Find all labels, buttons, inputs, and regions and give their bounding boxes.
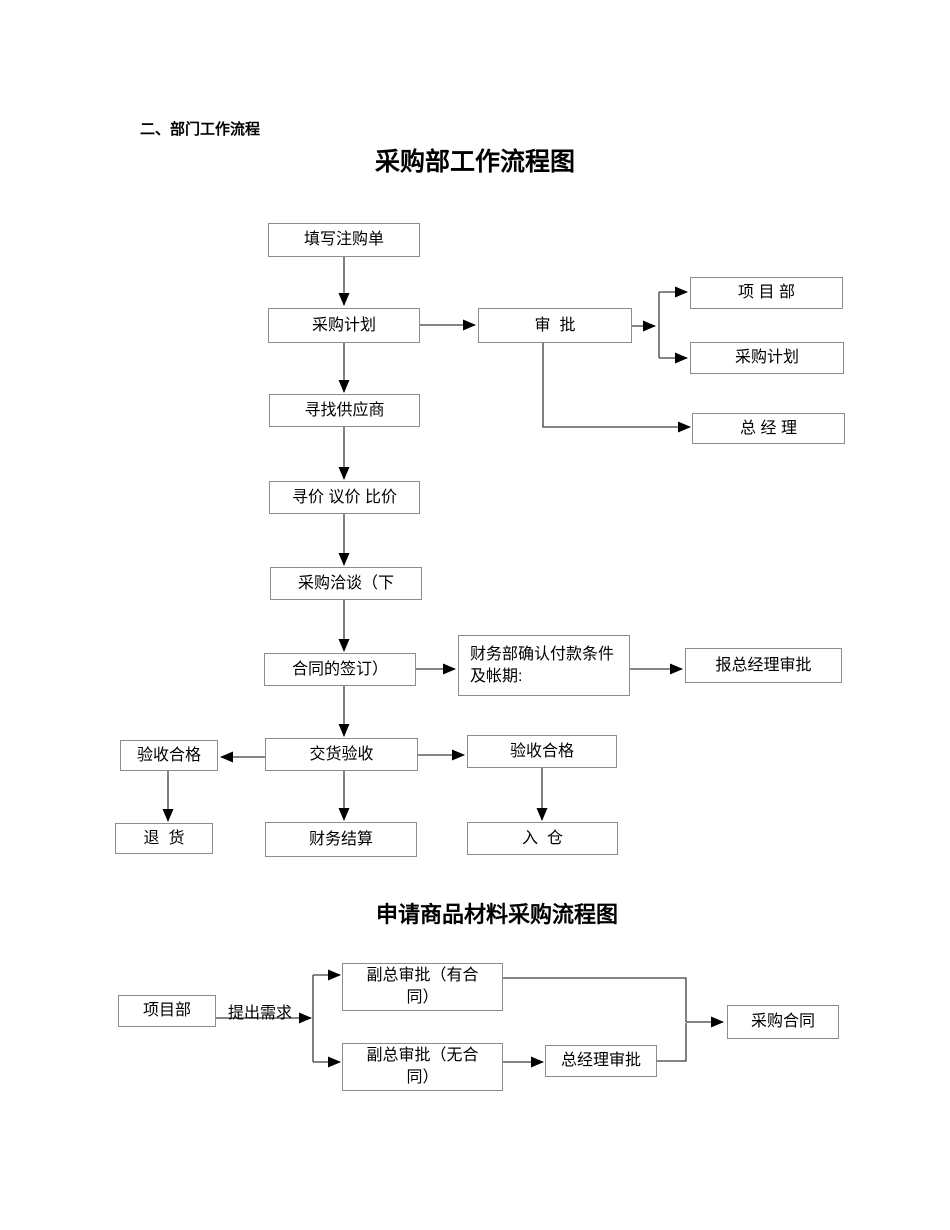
node-inspect-pass-right-label: 验收合格 <box>509 742 574 760</box>
connector-gm-merge <box>657 1023 687 1062</box>
node-find-supplier-label: 寻找供应商 <box>304 401 385 419</box>
node-delivery-inspect: 交货验收 <box>265 738 418 771</box>
node-purchase-plan: 采购计划 <box>268 308 420 343</box>
connector-approval-gm <box>542 343 691 433</box>
node-inspect-pass-right: 验收合格 <box>467 735 617 768</box>
node-general-manager: 总 经 理 <box>692 413 845 444</box>
node-project-dept-label: 项 目 部 <box>738 284 795 302</box>
node2-project-dept: 项目部 <box>118 995 216 1027</box>
node-general-manager-label: 总 经 理 <box>740 419 797 437</box>
node-negotiation-label: 采购洽谈（下 <box>297 574 394 592</box>
node2-vp-with-contract-label: 副总审批（有合同） <box>366 967 479 1006</box>
node-finance-confirm: 财务部确认付款条件及帐期: <box>458 635 630 696</box>
node2-vp-without-contract: 副总审批（无合同） <box>342 1043 503 1091</box>
edge-label-demand: 提出需求 <box>228 1005 293 1022</box>
node-purchase-plan-label: 采购计划 <box>311 316 376 334</box>
node2-purchase-contract: 采购合同 <box>727 1005 839 1039</box>
node-approved-plan-label: 采购计划 <box>734 349 799 367</box>
node-inspect-pass-left-label: 验收合格 <box>136 746 201 764</box>
node2-vp-without-contract-label: 副总审批（无合同） <box>366 1047 479 1086</box>
node-return-goods: 退 货 <box>115 823 213 854</box>
node2-vp-with-contract: 副总审批（有合同） <box>342 963 503 1011</box>
flowchart1-title: 采购部工作流程图 <box>374 148 575 176</box>
node-return-goods-label: 退 货 <box>143 829 185 847</box>
node-fill-order-label: 填写注购单 <box>303 231 384 249</box>
node2-gm-approval: 总经理审批 <box>545 1045 657 1077</box>
node-report-gm-approval-label: 报总经理审批 <box>715 656 812 674</box>
node-fill-order: 填写注购单 <box>268 223 420 257</box>
node-approval-label: 审 批 <box>534 316 576 334</box>
flowchart2-title: 申请商品材料采购流程图 <box>375 902 618 927</box>
node-project-dept: 项 目 部 <box>690 277 843 309</box>
node-finance-settle: 财务结算 <box>265 822 417 857</box>
node-price-inquiry: 寻价 议价 比价 <box>269 481 420 514</box>
section-heading: 二、部门工作流程 <box>140 121 261 138</box>
connector-vpwith-merge <box>503 977 687 1022</box>
node-approved-plan: 采购计划 <box>690 342 844 374</box>
node-inspect-pass-left: 验收合格 <box>120 740 218 771</box>
node-delivery-inspect-label: 交货验收 <box>309 745 374 763</box>
node-contract-sign: 合同的签订） <box>264 653 416 686</box>
node-finance-settle-label: 财务结算 <box>308 830 373 848</box>
node-find-supplier: 寻找供应商 <box>269 394 420 427</box>
node-finance-confirm-label: 财务部确认付款条件及帐期: <box>470 645 615 685</box>
node-warehouse-in: 入 仓 <box>467 822 618 855</box>
node-price-inquiry-label: 寻价 议价 比价 <box>292 488 397 506</box>
node-report-gm-approval: 报总经理审批 <box>685 648 842 683</box>
node2-project-dept-label: 项目部 <box>142 1002 191 1020</box>
node-warehouse-in-label: 入 仓 <box>522 829 563 847</box>
node-contract-sign-label: 合同的签订） <box>291 660 388 678</box>
node2-gm-approval-label: 总经理审批 <box>560 1052 641 1070</box>
node-negotiation: 采购洽谈（下 <box>270 567 422 600</box>
node-approval: 审 批 <box>478 308 632 343</box>
node2-purchase-contract-label: 采购合同 <box>750 1013 815 1031</box>
